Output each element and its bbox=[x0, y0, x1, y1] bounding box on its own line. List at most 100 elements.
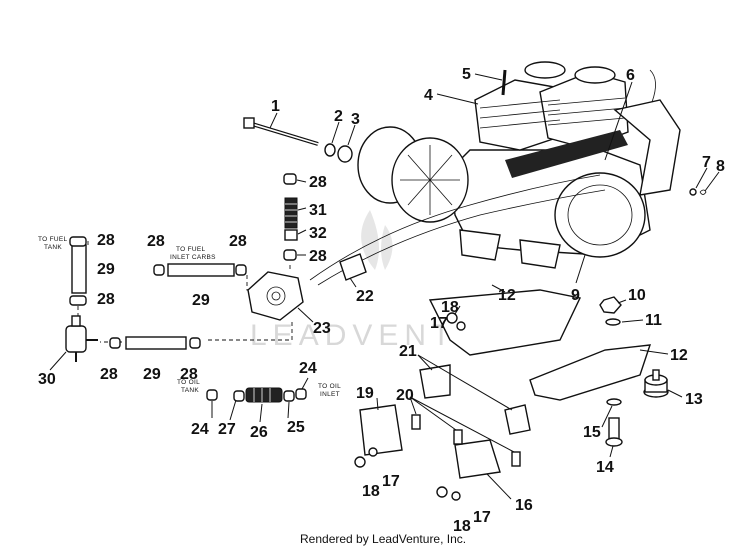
part-16-bracket bbox=[454, 439, 501, 479]
callout-25: 25 bbox=[287, 419, 305, 436]
callout-17-upper: 17 bbox=[430, 315, 448, 332]
callout-32: 32 bbox=[309, 225, 327, 242]
engine-assembly bbox=[309, 61, 681, 286]
callout-19: 19 bbox=[356, 385, 374, 402]
callout-28-e: 28 bbox=[147, 233, 165, 250]
routing-notes: TO FUEL TANK TO FUEL INLET CARBS TO OIL … bbox=[38, 236, 341, 398]
part-17-washer bbox=[451, 491, 461, 501]
callout-16: 16 bbox=[515, 497, 533, 514]
part-11-washer bbox=[605, 318, 621, 326]
part-28-clamp bbox=[189, 337, 201, 349]
part-14-bolt bbox=[605, 417, 623, 447]
callout-21: 21 bbox=[399, 343, 417, 360]
callout-28-f: 28 bbox=[229, 233, 247, 250]
callout-29-a: 29 bbox=[97, 261, 115, 278]
part-30-fuel-valve bbox=[65, 315, 98, 362]
callout-15: 15 bbox=[583, 424, 601, 441]
note-fuel-inlet-line2: INLET CARBS bbox=[170, 254, 216, 261]
callout-28-d: 28 bbox=[97, 291, 115, 308]
part-10-nut bbox=[599, 296, 622, 314]
callout-24-left: 24 bbox=[191, 421, 209, 438]
part-18-nut bbox=[446, 312, 458, 324]
callout-10: 10 bbox=[628, 287, 646, 304]
part-28-clamp bbox=[109, 337, 121, 349]
callout-28-a: 28 bbox=[309, 174, 327, 191]
note-oil-tank-line2: TANK bbox=[181, 387, 199, 394]
part-2-washer bbox=[324, 143, 336, 157]
part-20-bolt bbox=[411, 414, 421, 430]
part-8-clip bbox=[699, 189, 707, 195]
line-fuel-pump-outlet bbox=[205, 322, 293, 341]
callout-20: 20 bbox=[396, 387, 414, 404]
part-21-bracket bbox=[419, 364, 451, 399]
callout-29-b: 29 bbox=[192, 292, 210, 309]
callout-12-upper: 12 bbox=[498, 287, 516, 304]
part-1-bolt bbox=[243, 117, 319, 146]
part-12-bracket-upper bbox=[428, 289, 582, 356]
callout-17-middle: 17 bbox=[382, 473, 400, 490]
part-3-nut bbox=[337, 145, 353, 163]
note-fuel-inlet-line1: TO FUEL bbox=[176, 246, 206, 253]
part-20-bolt bbox=[511, 451, 521, 467]
callout-22: 22 bbox=[356, 288, 374, 305]
note-oil-tank-line1: TO OIL bbox=[177, 379, 200, 386]
note-oil-inlet-line1: TO OIL bbox=[318, 383, 341, 390]
footer-credit: Rendered by LeadVenture, Inc. bbox=[300, 532, 466, 546]
callout-28-g: 28 bbox=[100, 366, 118, 383]
part-23-fuel-pump bbox=[247, 271, 304, 321]
part-29-fuel-line-vertical bbox=[71, 244, 87, 294]
part-7-washer bbox=[689, 188, 697, 196]
part-29-fuel-line-horizontal-bottom bbox=[125, 336, 187, 350]
callout-6: 6 bbox=[626, 67, 635, 84]
callout-9: 9 bbox=[571, 287, 580, 304]
part-12-bracket-lower bbox=[529, 344, 652, 401]
callout-31: 31 bbox=[309, 202, 327, 219]
part-15-washer bbox=[606, 398, 622, 406]
callout-18-middle: 18 bbox=[362, 483, 380, 500]
callout-27: 27 bbox=[218, 421, 236, 438]
part-18-nut bbox=[354, 456, 366, 468]
callout-24-right: 24 bbox=[299, 360, 317, 377]
callout-11: 11 bbox=[645, 312, 662, 329]
line-fuel-pump-inlet bbox=[246, 275, 248, 291]
part-17-washer bbox=[368, 447, 378, 457]
callout-29-c: 29 bbox=[143, 366, 161, 383]
callout-5: 5 bbox=[462, 66, 471, 83]
note-oil-inlet-line2: INLET bbox=[320, 391, 340, 398]
callout-8: 8 bbox=[716, 158, 725, 175]
part-21-bracket-right bbox=[504, 404, 531, 435]
part-28-clamp bbox=[235, 264, 247, 276]
callout-4: 4 bbox=[424, 87, 433, 104]
part-17-washer bbox=[456, 321, 466, 331]
callout-3: 3 bbox=[351, 111, 360, 128]
callout-28-c: 28 bbox=[97, 232, 115, 249]
callout-26: 26 bbox=[250, 424, 268, 441]
part-18-nut bbox=[436, 486, 448, 498]
callout-18-upper: 18 bbox=[441, 299, 459, 316]
leader-lines bbox=[49, 73, 720, 500]
callout-18-lower: 18 bbox=[453, 518, 471, 535]
part-28-clamp bbox=[69, 236, 87, 247]
part-13-rubber-mount bbox=[643, 369, 669, 398]
callout-7: 7 bbox=[702, 154, 711, 171]
callout-17-lower: 17 bbox=[473, 509, 491, 526]
oil-line-assembly bbox=[206, 387, 307, 403]
callout-28-h: 28 bbox=[180, 366, 198, 383]
callout-12-lower: 12 bbox=[670, 347, 688, 364]
note-fuel-tank-line1: TO FUEL bbox=[38, 236, 68, 243]
callout-14: 14 bbox=[596, 459, 614, 476]
part-29-fuel-line-horizontal-top bbox=[167, 263, 235, 277]
callout-30: 30 bbox=[38, 371, 56, 388]
fuel-hose-stack bbox=[283, 173, 298, 261]
part-28-clamp bbox=[153, 264, 165, 276]
note-fuel-tank-line2: TANK bbox=[44, 244, 62, 251]
callout-28-b: 28 bbox=[309, 248, 327, 265]
callout-13: 13 bbox=[685, 391, 703, 408]
callout-2: 2 bbox=[334, 108, 343, 125]
part-19-bracket bbox=[359, 404, 403, 456]
part-28-clamp bbox=[69, 295, 87, 306]
callout-1: 1 bbox=[271, 98, 280, 115]
callout-labels: 1 2 3 4 5 6 7 8 9 10 11 12 12 13 14 15 1… bbox=[38, 66, 725, 535]
part-20-bolt bbox=[453, 429, 463, 445]
